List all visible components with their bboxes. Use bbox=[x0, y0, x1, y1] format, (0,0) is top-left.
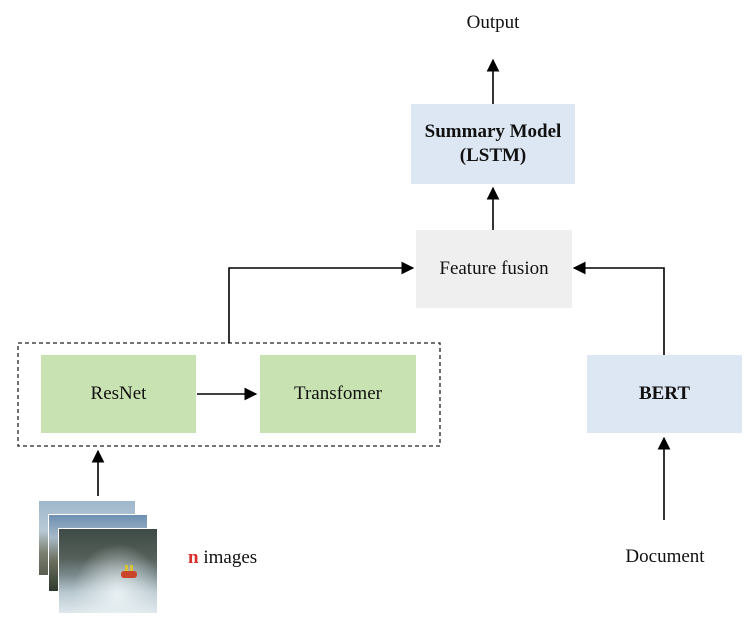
summary-model-subtitle: (LSTM) bbox=[459, 145, 527, 166]
transformer-label: Transfomer bbox=[294, 383, 382, 404]
image-stack-icon bbox=[38, 500, 160, 616]
resnet-label: ResNet bbox=[90, 383, 147, 404]
summary-model-title: Summary Model bbox=[424, 121, 562, 142]
images-caption-text: images bbox=[198, 547, 258, 568]
arrow-group-to-fusion bbox=[228, 261, 415, 343]
images-caption: n images bbox=[188, 547, 257, 569]
output-label: Output bbox=[466, 12, 520, 33]
bert-label: BERT bbox=[638, 383, 691, 404]
arrow-bert-to-fusion bbox=[572, 261, 665, 355]
summary-model-box: Summary Model (LSTM) bbox=[411, 104, 575, 184]
feature-fusion-label: Feature fusion bbox=[439, 258, 549, 279]
bert-box: BERT bbox=[587, 355, 742, 433]
feature-fusion-box: Feature fusion bbox=[416, 230, 572, 308]
document-label: Document bbox=[625, 546, 705, 567]
transformer-box: Transfomer bbox=[260, 355, 416, 433]
images-count: n bbox=[188, 547, 199, 568]
resnet-box: ResNet bbox=[41, 355, 196, 433]
